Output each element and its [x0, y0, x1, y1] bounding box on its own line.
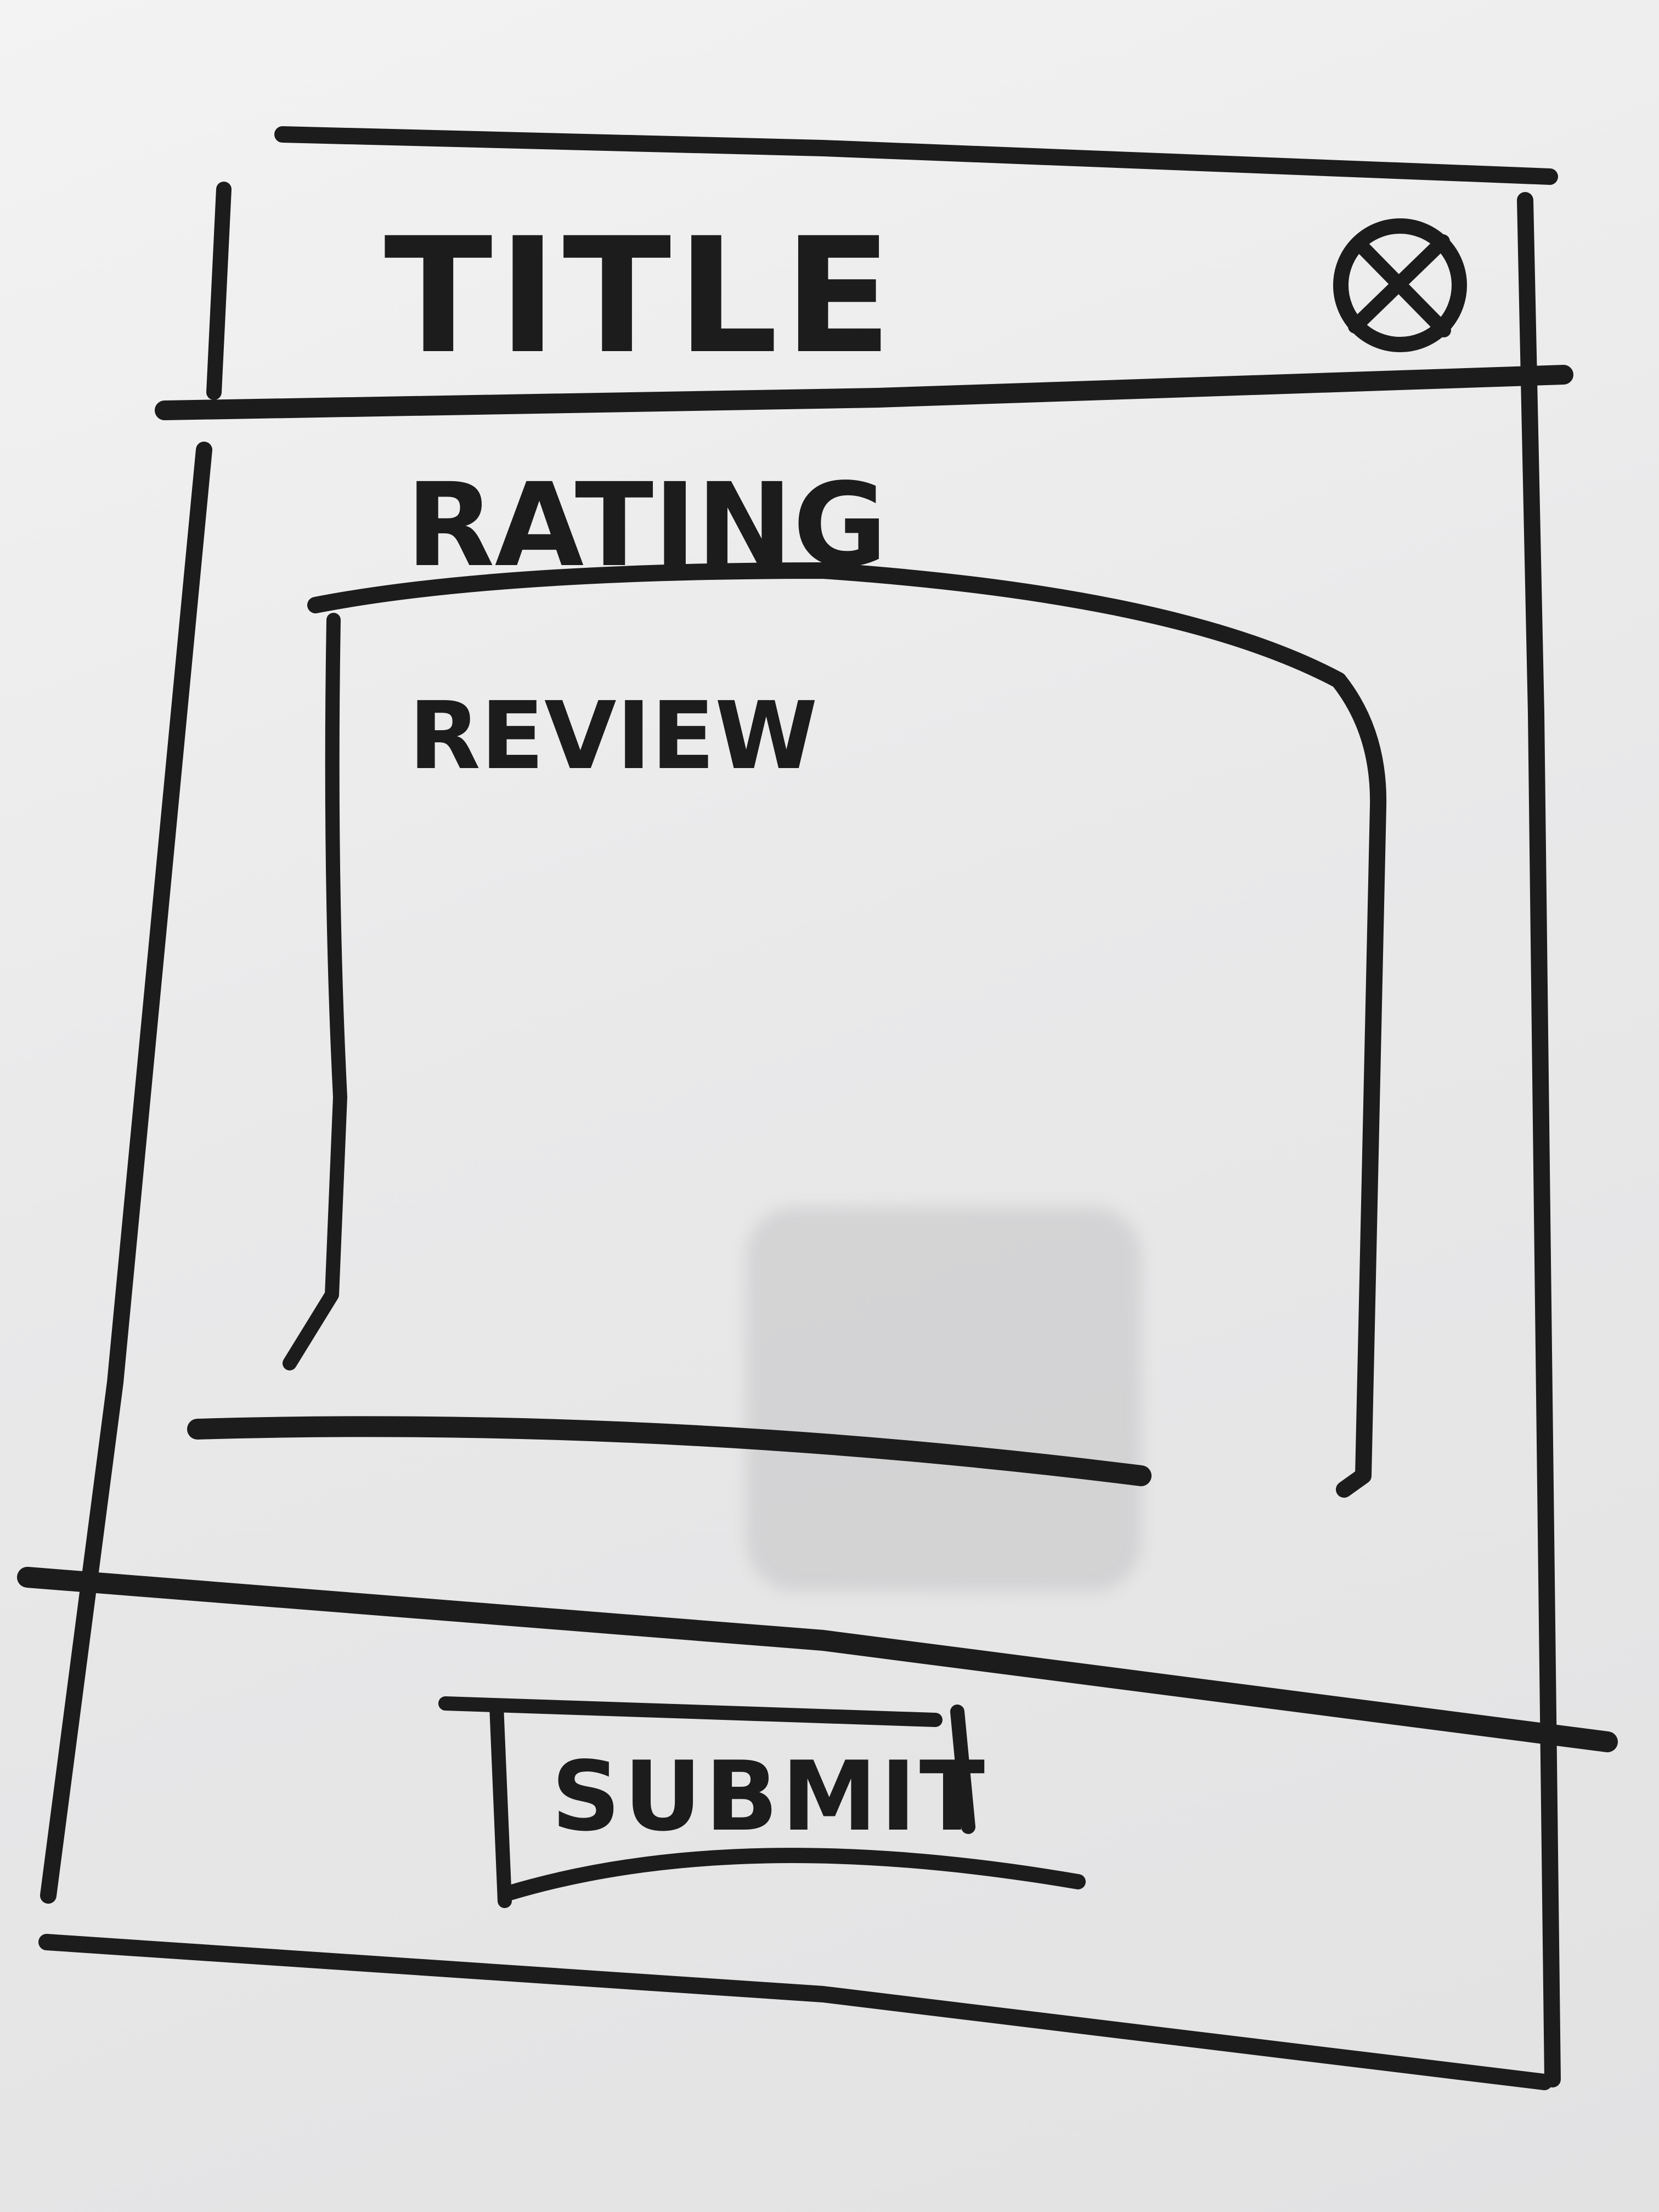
review-textarea-left-edge: [283, 613, 347, 1370]
dialog-title: TITLE: [384, 204, 898, 389]
header-divider: [155, 365, 1573, 420]
submit-button-left-edge: [489, 1699, 512, 1908]
whiteboard-glare: [746, 1207, 1141, 1591]
close-icon: [1333, 218, 1467, 352]
dialog-right-edge: [1517, 192, 1561, 2087]
dialog-bottom-edge: [38, 1934, 1553, 2090]
review-placeholder: REVIEW: [409, 682, 818, 791]
dialog-header: TITLE: [155, 204, 1573, 420]
review-textarea-bottom-edge: [187, 1416, 1152, 1486]
submit-button-right-edge: [950, 1705, 975, 1834]
review-textarea-border: [307, 562, 1387, 1498]
submit-button-top-edge: [438, 1696, 943, 1727]
footer-divider: [17, 1567, 1618, 1752]
review-textarea[interactable]: REVIEW: [187, 562, 1387, 1498]
dialog-top-edge: [274, 126, 1558, 185]
close-button[interactable]: [1333, 218, 1467, 352]
submit-button-bottom-edge: [503, 1848, 1086, 1900]
submit-button-label: SUBMIT: [551, 1741, 988, 1853]
submit-button[interactable]: SUBMIT: [438, 1696, 1086, 1908]
dialog-left-edge-top: [206, 182, 232, 400]
dialog-left-edge: [40, 442, 212, 1904]
